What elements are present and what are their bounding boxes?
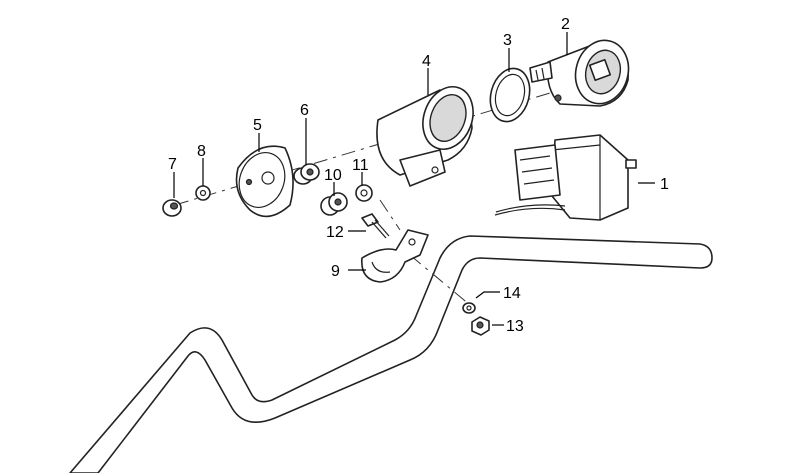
callout-6: 6 (300, 102, 309, 119)
washer-14 (462, 302, 476, 314)
callout-8: 8 (197, 143, 206, 160)
washer-8 (195, 185, 211, 201)
callout-10: 10 (324, 167, 342, 184)
bushing (320, 192, 348, 216)
grommet (293, 163, 320, 185)
callout-1: 1 (660, 176, 669, 193)
callout-9: 9 (331, 263, 340, 280)
screw (361, 213, 390, 239)
callout-11: 11 (352, 157, 369, 174)
nut-7 (162, 199, 182, 217)
leader-lines (173, 32, 655, 326)
washer-11 (355, 184, 373, 202)
clamp-bracket (361, 229, 429, 283)
callout-12: 12 (326, 224, 344, 241)
callout-14: 14 (503, 285, 521, 302)
callout-7: 7 (168, 156, 177, 173)
handlebar (69, 235, 713, 473)
control-module (494, 134, 637, 221)
callout-13: 13 (506, 318, 524, 335)
callout-labels: 1 2 3 4 5 6 7 8 9 10 11 12 13 14 (168, 16, 669, 335)
cover-cap (235, 145, 294, 218)
callout-5: 5 (253, 117, 262, 134)
callout-3: 3 (503, 32, 512, 49)
nut-13 (471, 316, 490, 336)
sealing-ring (489, 67, 531, 123)
callout-4: 4 (422, 53, 431, 70)
instrument-gauge (529, 39, 630, 107)
instrument-housing (376, 86, 474, 187)
callout-2: 2 (561, 16, 570, 33)
